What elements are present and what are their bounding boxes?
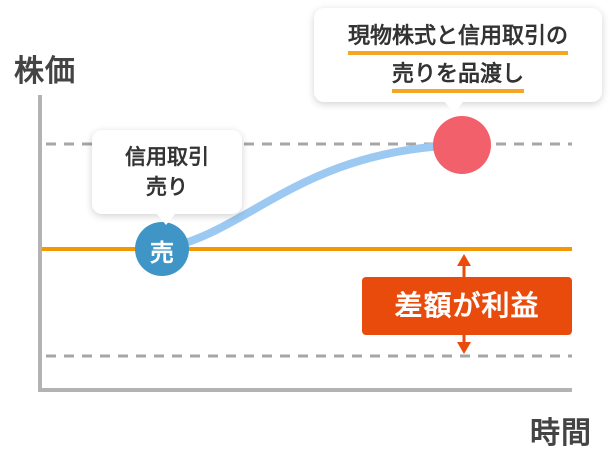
- y-axis-label: 株価: [14, 54, 76, 89]
- sell-marker: [135, 222, 189, 276]
- price-curve: [159, 141, 466, 253]
- x-axis-label: 時間: [530, 416, 592, 451]
- profit-arrow-head-up: [457, 254, 471, 266]
- profit-label: 差額が利益: [362, 277, 572, 335]
- delivery-line1: 現物株式と信用取引の: [347, 23, 568, 55]
- delivery-line2: 売りを品渡し: [391, 61, 524, 93]
- profit-arrow-head-down: [457, 342, 471, 354]
- sell-marker-label: 売: [150, 239, 174, 267]
- delivery-callout: 現物株式と信用取引の 売りを品渡し: [314, 8, 602, 113]
- short-sale-line1: 信用取引: [125, 145, 209, 169]
- short-sale-line2: 売り: [146, 175, 188, 199]
- short-sale-callout: 信用取引 売り: [92, 130, 242, 225]
- end-marker: [433, 116, 491, 174]
